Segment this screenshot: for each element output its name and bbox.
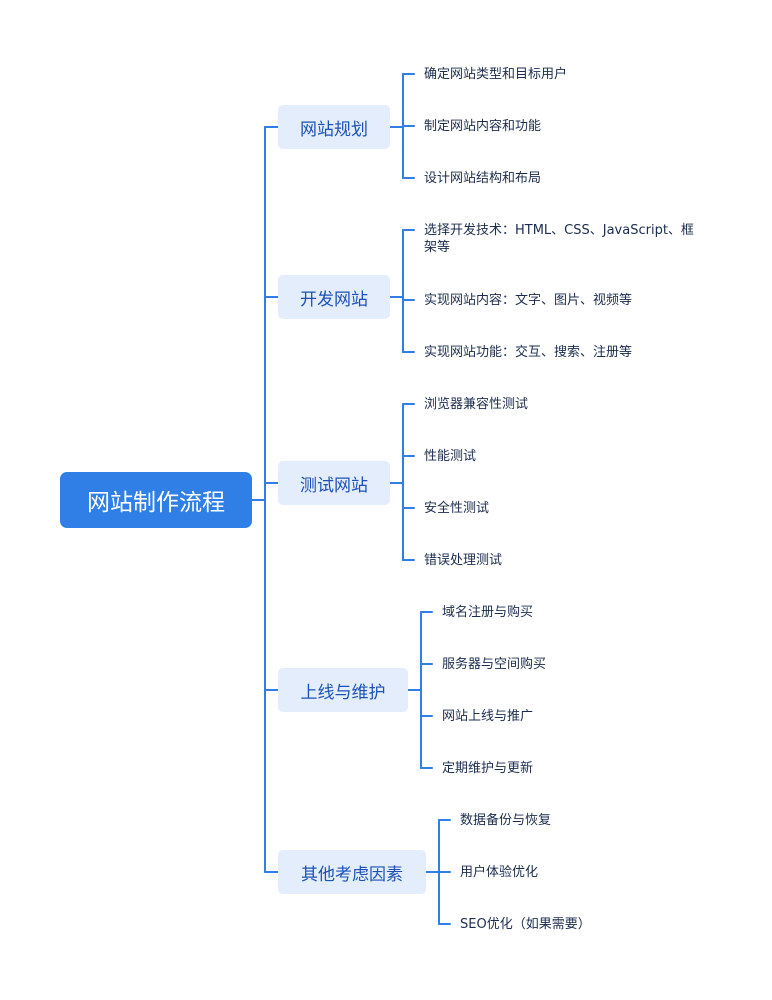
leaf-development-2[interactable]: 实现网站内容：文字、图片、视频等	[424, 293, 633, 308]
branch-other-considerations[interactable]: 其他考虑因素	[278, 850, 426, 894]
branch-website-planning[interactable]: 网站规划	[278, 105, 390, 149]
branch-launch-maintenance[interactable]: 上线与维护	[278, 668, 408, 712]
leaf-planning-2[interactable]: 制定网站内容和功能	[424, 119, 542, 134]
leaf-other-2[interactable]: 用户体验优化	[460, 865, 539, 880]
leaf-planning-1[interactable]: 确定网站类型和目标用户	[424, 67, 568, 82]
leaf-planning-3[interactable]: 设计网站结构和布局	[424, 171, 542, 186]
leaf-launch-4[interactable]: 定期维护与更新	[442, 761, 534, 776]
root-topic[interactable]: 网站制作流程	[60, 472, 252, 528]
leaf-development-1[interactable]: 选择开发技术：HTML、CSS、JavaScript、框架等	[424, 223, 694, 255]
branch-website-development[interactable]: 开发网站	[278, 275, 390, 319]
leaf-testing-1[interactable]: 浏览器兼容性测试	[424, 397, 529, 412]
leaf-development-3[interactable]: 实现网站功能：交互、搜索、注册等	[424, 345, 633, 360]
leaf-testing-2[interactable]: 性能测试	[424, 449, 477, 464]
branch-website-testing[interactable]: 测试网站	[278, 461, 390, 505]
leaf-launch-3[interactable]: 网站上线与推广	[442, 709, 534, 724]
leaf-testing-3[interactable]: 安全性测试	[424, 501, 490, 516]
leaf-other-1[interactable]: 数据备份与恢复	[460, 813, 552, 828]
leaf-launch-2[interactable]: 服务器与空间购买	[442, 657, 547, 672]
leaf-testing-4[interactable]: 错误处理测试	[424, 553, 503, 568]
leaf-launch-1[interactable]: 域名注册与购买	[442, 605, 534, 620]
leaf-other-3[interactable]: SEO优化（如果需要）	[460, 917, 591, 932]
